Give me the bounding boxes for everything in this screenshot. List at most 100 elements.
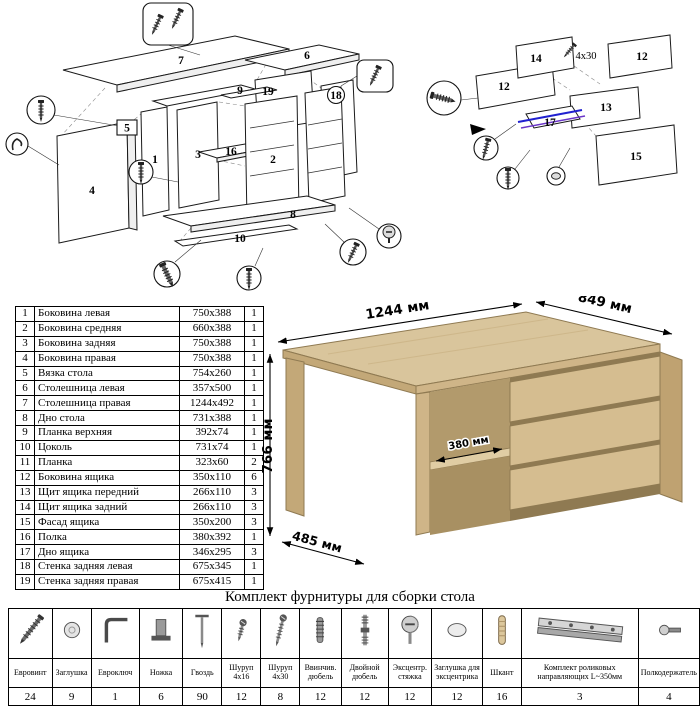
hardware-qty: 12	[299, 687, 342, 706]
hardware-qty: 24	[8, 687, 53, 706]
part-size: 675x345	[179, 559, 245, 576]
confirmat-screw-icon	[20, 614, 45, 644]
part-name: Столешница левая	[34, 380, 180, 397]
part-number: 10	[15, 440, 35, 456]
part-number: 18	[15, 559, 35, 576]
hardware-name: Полкодержатель	[637, 658, 700, 688]
hardware-qty: 4	[637, 687, 700, 706]
hardware-icon-cell	[51, 608, 92, 659]
hardware-icon-cell	[340, 608, 389, 659]
hardware-callouts	[5, 2, 402, 291]
desk-left-panel	[285, 357, 305, 517]
part-name: Цоколь	[34, 440, 180, 456]
part-size: 323x60	[179, 454, 245, 471]
hardware-icon-cell	[299, 608, 342, 659]
callout-2: 2	[270, 154, 276, 166]
callout-10: 10	[234, 233, 246, 245]
part-name: Боковина средняя	[34, 320, 180, 337]
part-number: 17	[15, 544, 35, 561]
part-size: 350x200	[179, 514, 245, 531]
callout-7: 7	[178, 55, 184, 67]
part-size: 750x388	[179, 306, 245, 322]
threaded-dowel-icon	[316, 617, 325, 643]
callout-1: 1	[152, 154, 158, 166]
hardware-name: Комплект роликовых направляющих L~350мм	[520, 658, 639, 688]
panel-side-right	[56, 121, 130, 244]
part-qty: 1	[244, 395, 264, 412]
part-qty: 1	[244, 350, 264, 367]
shelf-bay-lower	[430, 456, 510, 535]
cam-cap-icon	[447, 623, 467, 638]
part-size: 1244x492	[179, 395, 245, 412]
desk-illustration: 1244 мм 849 мм 766 мм 380 мм 485 мм	[260, 296, 683, 565]
part-size: 266x110	[179, 484, 245, 501]
part-number: 3	[15, 335, 35, 352]
drawer-exploded-diagram: 12 14 12 13 17 15 4x30	[426, 34, 678, 191]
part-number: 9	[15, 425, 35, 442]
part-number: 7	[15, 395, 35, 412]
desk-middle-panel	[415, 391, 431, 536]
hardware-qty: 16	[481, 687, 522, 706]
part-size: 357x500	[179, 380, 245, 397]
hardware-qty: 12	[221, 687, 262, 706]
hardware-name: Евровинт	[8, 658, 53, 688]
part-name: Щит ящика задний	[34, 499, 180, 516]
screw-long-icon	[276, 614, 288, 647]
hardware-icon-cell	[90, 608, 140, 659]
callout-17: 17	[544, 117, 556, 129]
panel-side-middle	[304, 86, 346, 204]
desk-right-side	[659, 351, 683, 503]
callout-6: 6	[304, 50, 310, 62]
panel-top-strip	[220, 86, 278, 99]
assembly-arrow	[470, 124, 486, 135]
dimension-height: 766 мм	[260, 419, 276, 474]
hardware-qty: 12	[431, 687, 483, 706]
hardware-icon-cell	[431, 608, 483, 659]
part-number: 14	[15, 499, 35, 516]
callout-15: 15	[630, 151, 642, 163]
part-name: Стенка задняя правая	[34, 574, 180, 590]
callout-12: 12	[498, 81, 510, 93]
drawer-slide-icon	[536, 617, 623, 643]
hardware-icon-cell	[260, 608, 301, 659]
hardware-table-row	[8, 608, 700, 659]
slide-rail-highlight-2	[520, 115, 586, 129]
part-name: Стенка задняя левая	[34, 559, 180, 576]
assembly-guide-lines	[551, 65, 601, 137]
cap-icon	[63, 621, 80, 639]
cam-lock-icon	[401, 615, 419, 644]
part-name: Планка	[34, 454, 180, 471]
callout-18: 18	[330, 90, 342, 102]
part-size: 731x388	[179, 410, 245, 427]
part-size: 675x415	[179, 574, 245, 590]
hardware-name: Заглушка для эксцентрика	[431, 658, 483, 688]
panel-plinth	[173, 224, 299, 247]
callout-5: 5	[124, 123, 130, 135]
part-name: Боковина левая	[34, 306, 180, 322]
part-number: 13	[15, 484, 35, 501]
hardware-icon-cell	[138, 608, 184, 659]
drawer-side-panel	[607, 34, 673, 79]
hardware-qty: 9	[51, 687, 92, 706]
callout-16: 16	[225, 146, 237, 158]
hardware-qty: 3	[520, 687, 639, 706]
part-number: 19	[15, 574, 35, 590]
part-name: Полка	[34, 529, 180, 546]
hardware-name: Заглушка	[51, 658, 92, 688]
part-name: Вязка стола	[34, 365, 180, 382]
hardware-icon-cell	[221, 608, 262, 659]
hardware-callouts	[426, 41, 578, 191]
